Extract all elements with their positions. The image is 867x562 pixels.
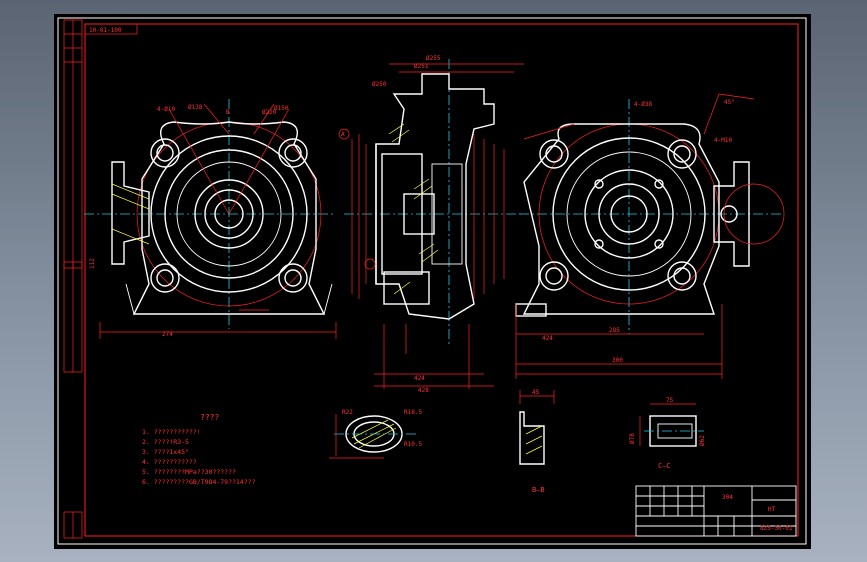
dim-front-width: 274 <box>162 331 173 338</box>
note-line: 4. ??????????? <box>142 458 197 466</box>
dim-front-flange: 4-Ø10 <box>157 106 175 113</box>
dim-right-angle: 45° <box>724 99 735 106</box>
corner-code-box <box>84 23 138 35</box>
section-b-label: B—B <box>532 486 545 494</box>
dim-r1: R22 <box>342 409 353 416</box>
dim-r2: R18.5 <box>404 409 422 416</box>
note-line: 6. ?????????GB/T984-79??14??? <box>142 478 256 486</box>
side-section-view <box>338 59 524 389</box>
note-line: 2. ????!R3-5 <box>142 438 189 446</box>
dim-side-bottom: 424 <box>414 375 425 382</box>
right-view <box>515 93 785 379</box>
view-label-a: A <box>341 131 345 138</box>
dim-side-bottom2: 428 <box>418 387 429 394</box>
dim-cc: 75 <box>666 397 674 404</box>
dim-r3: R10.5 <box>404 441 422 448</box>
dim-cc-dia: Ø78 <box>629 433 636 444</box>
note-line: 1. ???????????! <box>142 428 201 436</box>
dim-front-bolt-circle: Ø220 <box>262 109 277 116</box>
dim-right-width2: 300 <box>612 357 623 364</box>
corner-code: 10-01-100 <box>89 27 122 34</box>
note-line: 5. ????????MPa??30?????? <box>142 468 236 476</box>
section-c-label: C—C <box>658 462 671 470</box>
detail-bb <box>519 390 555 465</box>
outer-frame <box>57 17 807 545</box>
dim-bb: 45 <box>532 389 540 396</box>
dim-front-dia-b: Ø150 <box>274 105 289 112</box>
dim-right-width3: 424 <box>542 335 553 342</box>
front-view <box>84 99 337 339</box>
technical-notes: ???? 1. ???????????! 2. ????!R3-5 3. ???… <box>142 413 256 486</box>
detail-cc <box>639 403 704 447</box>
title-block-name: 304 <box>722 494 733 501</box>
dim-right-holes2: 4-M10 <box>714 137 732 144</box>
dim-right-holes: 4-Ø38 <box>634 101 652 108</box>
title-block-code: 8ZS-30-01 <box>760 525 793 532</box>
drawing-canvas: 10-01-100 4-Ø10 Ø220 Ø138 Ø150 B 112 274 <box>54 14 811 549</box>
title-block-material: HT <box>768 506 776 513</box>
dim-side-top: Ø255 <box>426 55 441 62</box>
dim-side-top2: Ø251 <box>414 63 429 70</box>
engineering-drawing: 10-01-100 4-Ø10 Ø220 Ø138 Ø150 B 112 274 <box>57 17 807 545</box>
dim-cc-dia2: Ø62 <box>699 435 706 446</box>
inner-frame <box>84 23 799 537</box>
dim-side-top3: Ø250 <box>372 81 387 88</box>
notes-title: ???? <box>200 413 219 422</box>
dim-right-width1: 285 <box>609 327 620 334</box>
view-label-b: B <box>226 109 230 116</box>
note-line: 3. ????1x45° <box>142 448 189 456</box>
title-block: 304 HT 8ZS-30-01 <box>635 485 797 537</box>
detail-oval-section <box>329 414 419 459</box>
dim-front-left-h: 112 <box>89 258 96 269</box>
dim-front-dia-a: Ø138 <box>188 104 203 111</box>
